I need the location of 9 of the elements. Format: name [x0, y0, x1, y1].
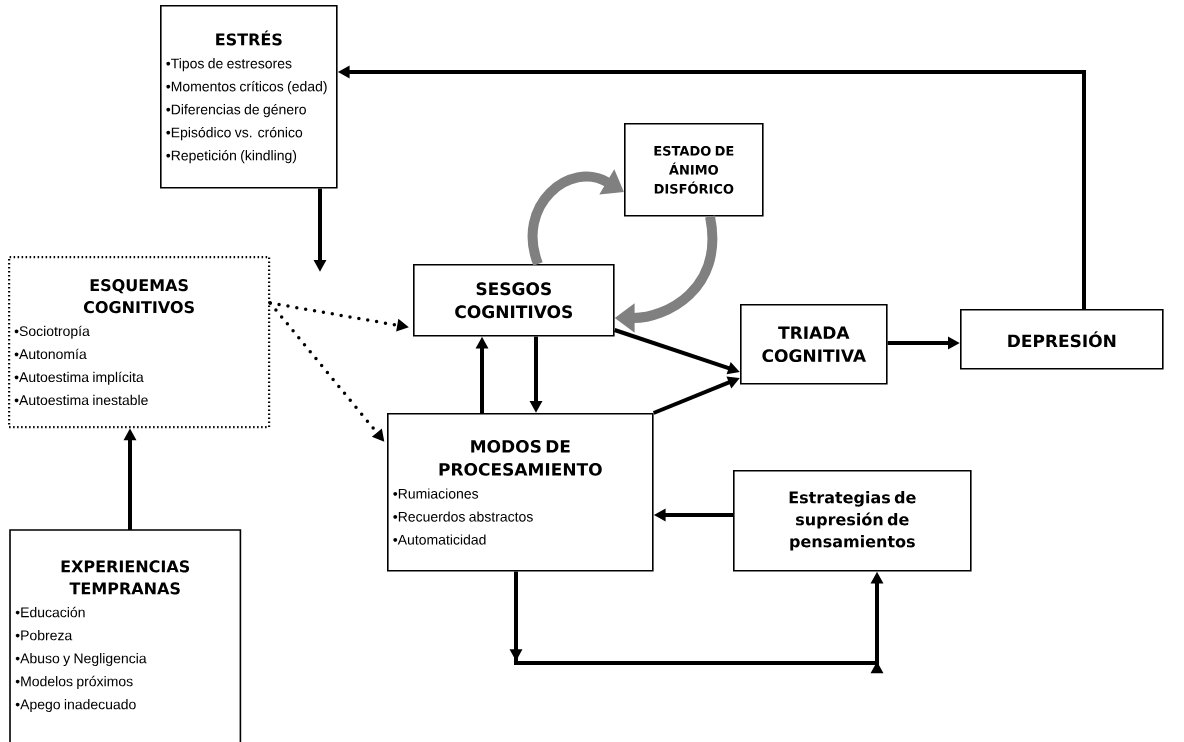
concept-box: Estrategias de supresión de pensamientos — [733, 470, 972, 572]
concept-box: ESQUEMAS COGNITIVOS •Sociotropía •Autonomía •Autoestima implícita •Autoestima inestable — [8, 256, 271, 429]
concept-box: ESTRÉS •Tipos de estresores •Momentos críticos (edad) •Diferencias de género •Episódico vs. crónico •Repetición (kindling) — [160, 5, 338, 189]
concept-box: EXPERIENCIAS TEMPRANAS •Educación •Pobreza •Abuso y Negligencia •Modelos próximos •Apego inadecuado — [9, 529, 242, 742]
concept-box: TRIADA COGNITIVA — [740, 304, 888, 385]
concept-box: SESGOS COGNITIVOS — [413, 264, 615, 337]
concept-box: MODOS DE PROCESAMIENTO •Rumiaciones •Recuerdos abstractos •Automaticidad — [387, 413, 654, 572]
concept-box: ESTADO DE ÁNIMO DISFÓRICO — [624, 123, 764, 217]
concept-box: DEPRESIÓN — [960, 309, 1164, 370]
